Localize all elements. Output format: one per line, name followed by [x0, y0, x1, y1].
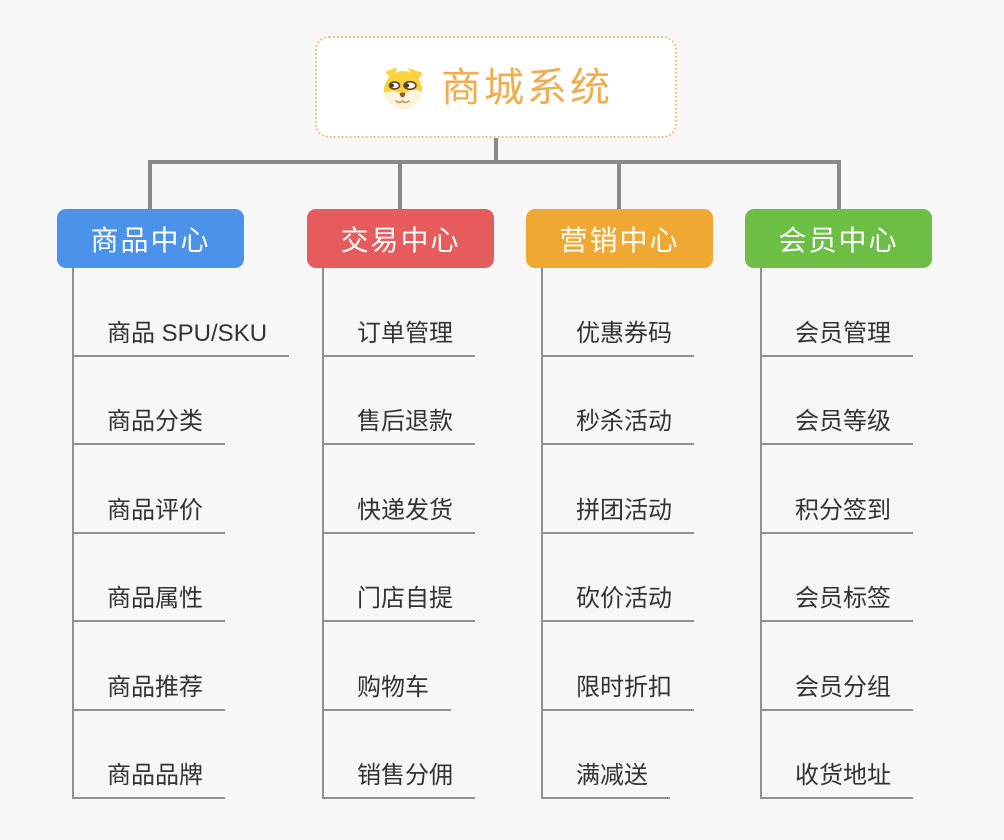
branch-label: 商品中心: [90, 224, 211, 256]
branch-label: 会员中心: [778, 224, 899, 256]
child-label: 优惠券码: [576, 319, 672, 347]
branch-children-product: 商品 SPU/SKU 商品分类 商品评价 商品属性 商品推荐 商品品牌: [72, 268, 290, 799]
child-node[interactable]: 销售分佣: [324, 711, 475, 799]
branch-node-marketing-center[interactable]: 营销中心: [526, 209, 713, 268]
child-label: 会员等级: [795, 408, 891, 435]
child-node[interactable]: 秒杀活动: [543, 357, 694, 445]
child-node[interactable]: 商品属性: [74, 534, 225, 622]
child-node[interactable]: 优惠券码: [543, 268, 694, 357]
child-label: 秒杀活动: [576, 408, 672, 435]
child-label: 销售分佣: [357, 762, 453, 789]
root-title: 商城系统: [441, 66, 613, 110]
branch-children-marketing: 优惠券码 秒杀活动 拼团活动 砍价活动 限时折扣 满减送: [541, 268, 694, 799]
child-node[interactable]: 砍价活动: [543, 534, 694, 622]
child-label: 商品分类: [107, 408, 203, 435]
root-node[interactable]: 商城系统: [315, 36, 677, 138]
child-node[interactable]: 商品推荐: [74, 622, 225, 711]
child-label: 砍价活动: [576, 585, 672, 612]
child-node[interactable]: 商品评价: [74, 445, 225, 534]
child-node[interactable]: 购物车: [324, 622, 451, 711]
child-node[interactable]: 会员分组: [762, 622, 913, 711]
child-node[interactable]: 会员标签: [762, 534, 913, 622]
branch-node-trade-center[interactable]: 交易中心: [307, 209, 494, 268]
branch-children-member: 会员管理 会员等级 积分签到 会员标签 会员分组 收货地址: [760, 268, 913, 799]
child-label: 商品推荐: [107, 673, 203, 701]
branch-node-member-center[interactable]: 会员中心: [745, 209, 932, 268]
child-label: 商品品牌: [107, 762, 203, 789]
child-node[interactable]: 商品 SPU/SKU: [74, 268, 290, 357]
child-label: 快递发货: [357, 496, 453, 524]
child-label: 订单管理: [357, 319, 453, 347]
child-node[interactable]: 会员等级: [762, 357, 913, 445]
child-node[interactable]: 拼团活动: [543, 445, 694, 534]
child-node[interactable]: 商品分类: [74, 357, 225, 445]
child-label: 商品 SPU/SKU: [107, 319, 268, 347]
child-node[interactable]: 限时折扣: [543, 622, 694, 711]
branch-label: 营销中心: [559, 224, 680, 256]
branch-children-trade: 订单管理 售后退款 快递发货 门店自提 购物车 销售分佣: [322, 268, 475, 799]
child-node[interactable]: 会员管理: [762, 268, 913, 357]
child-label: 会员管理: [795, 319, 891, 347]
connector-drop-member: [837, 160, 841, 212]
shiba-dog-icon: [384, 67, 423, 109]
connector-drop-marketing: [617, 160, 621, 212]
child-label: 商品属性: [107, 585, 203, 612]
child-node[interactable]: 快递发货: [324, 445, 475, 534]
child-label: 拼团活动: [576, 496, 672, 524]
connector-root-stem: [494, 136, 498, 163]
child-label: 售后退款: [357, 408, 453, 435]
child-label: 会员分组: [795, 673, 891, 701]
child-node[interactable]: 积分签到: [762, 445, 913, 534]
connector-drop-product: [148, 160, 152, 212]
child-label: 商品评价: [107, 496, 203, 524]
connector-bus: [148, 160, 841, 164]
connector-drop-trade: [398, 160, 402, 212]
child-node[interactable]: 门店自提: [324, 534, 475, 622]
child-label: 满减送: [576, 762, 648, 789]
branch-label: 交易中心: [340, 224, 461, 256]
child-node[interactable]: 商品品牌: [74, 711, 225, 799]
child-node[interactable]: 满减送: [543, 711, 670, 799]
child-label: 限时折扣: [576, 673, 672, 701]
child-label: 门店自提: [357, 585, 453, 612]
child-label: 购物车: [357, 673, 429, 701]
child-node[interactable]: 订单管理: [324, 268, 475, 357]
child-label: 收货地址: [795, 762, 891, 789]
child-node[interactable]: 售后退款: [324, 357, 475, 445]
child-node[interactable]: 收货地址: [762, 711, 913, 799]
child-label: 会员标签: [795, 585, 891, 612]
branch-node-product-center[interactable]: 商品中心: [57, 209, 244, 268]
child-label: 积分签到: [795, 496, 891, 524]
